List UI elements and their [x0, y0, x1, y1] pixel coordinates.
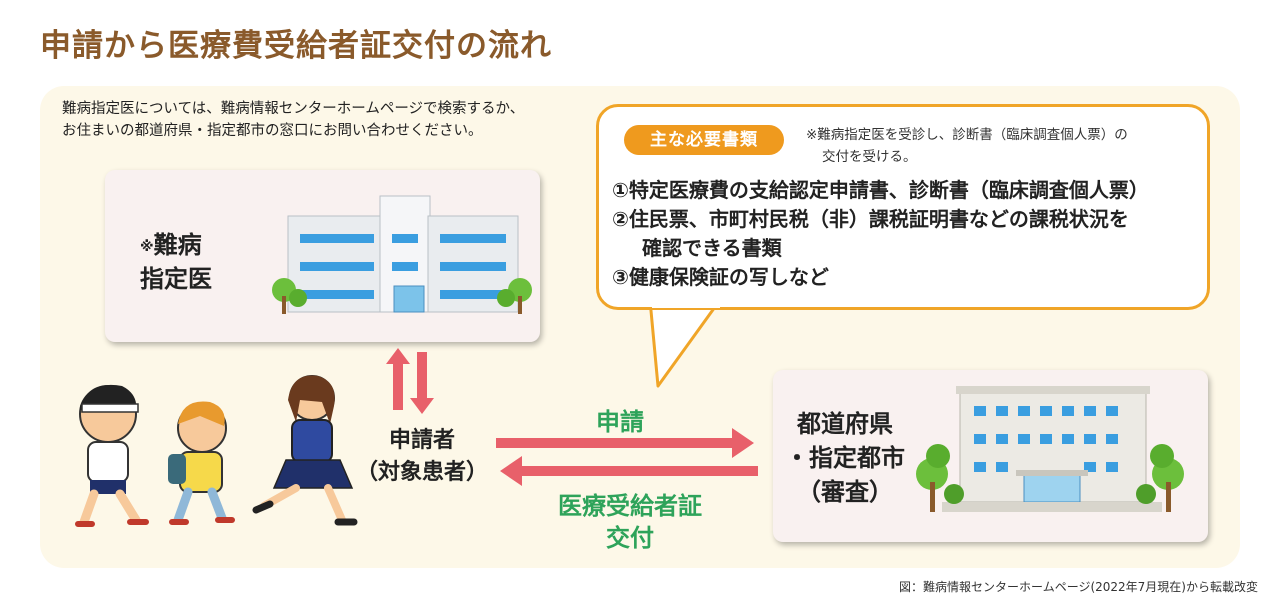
issue-label-line-1: 医療受給者証 — [558, 492, 702, 520]
doctor-label-line-2: 指定医 — [140, 265, 212, 293]
apply-arrow — [496, 428, 754, 458]
issue-label-line-2: 交付 — [606, 524, 654, 552]
callout-footnote: ※難病指定医を受診し、診断書（臨床調査個人票）の 交付を受ける。 — [806, 124, 1128, 168]
government-office-icon — [916, 386, 1184, 512]
designated-doctor-label: ※難病 指定医 — [140, 228, 212, 296]
required-documents-callout — [596, 104, 1210, 310]
applicant-line-1: 申請者 — [388, 428, 455, 453]
doctor-label-line-1: 難病 — [153, 231, 202, 259]
note-line-2: お住まいの都道府県・指定都市の窓口にお問い合わせください。 — [62, 123, 483, 139]
patients-illustration — [75, 375, 358, 527]
applicant-label: 申請者 （対象患者） — [352, 425, 492, 489]
issue-arrow — [500, 456, 758, 486]
issue-label: 医療受給者証 交付 — [537, 490, 723, 554]
prefecture-label: 都道府県 ・指定都市 （審査） — [780, 407, 910, 509]
prefecture-line-1: 都道府県 — [797, 410, 893, 438]
hospital-icon — [272, 195, 532, 314]
prefecture-line-3: （審査） — [797, 478, 893, 506]
doctor-applicant-arrows — [386, 348, 434, 414]
applicant-line-2: （対象患者） — [355, 460, 488, 485]
footnote-mark: ※ — [140, 239, 154, 255]
document-item-1: ①特定医療費の支給認定申請書、診断書（臨床調査個人票） — [612, 178, 1149, 202]
prefecture-line-2: ・指定都市 — [785, 444, 905, 472]
page-title: 申請から医療費受給者証交付の流れ — [40, 28, 552, 64]
required-documents-list: ①特定医療費の支給認定申請書、診断書（臨床調査個人票） ②住民票、市町村民税（非… — [612, 176, 1149, 292]
document-item-2: ②住民票、市町村民税（非）課税証明書などの課税状況を — [612, 207, 1129, 231]
source-credit: 図：難病情報センターホームページ(2022年7月現在)から転載改変 — [899, 580, 1258, 594]
apply-label: 申請 — [596, 408, 644, 436]
callout-footnote-line-1: ※難病指定医を受診し、診断書（臨床調査個人票）の — [806, 127, 1128, 143]
callout-tail-cover — [652, 298, 720, 308]
callout-footnote-line-2: 交付を受ける。 — [822, 149, 917, 165]
required-documents-badge: 主な必要書類 — [624, 125, 784, 155]
note-line-1: 難病指定医については、難病情報センターホームページで検索するか、 — [62, 101, 525, 117]
callout-tail — [648, 298, 722, 388]
doctor-search-note: 難病指定医については、難病情報センターホームページで検索するか、 お住まいの都道… — [62, 98, 524, 142]
document-item-2-cont: 確認できる書類 — [642, 236, 782, 260]
document-item-3: ③健康保険証の写しなど — [612, 265, 829, 289]
